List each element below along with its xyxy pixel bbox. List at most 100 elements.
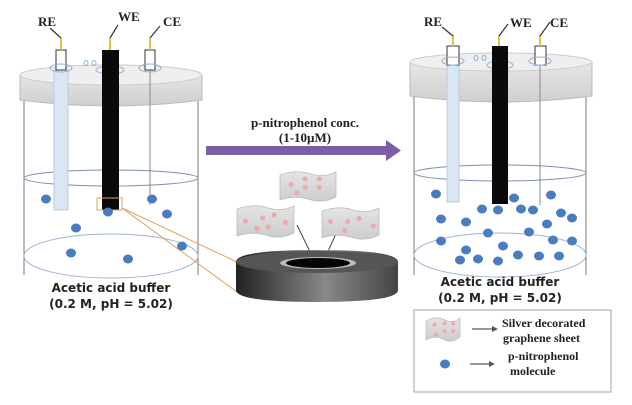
silver-nanoparticle xyxy=(442,321,447,326)
silver-nanoparticle xyxy=(302,176,308,182)
lid-hole xyxy=(473,55,479,61)
molecule-dot xyxy=(513,250,523,260)
silver-nanoparticle xyxy=(432,322,437,327)
reference-electrode-tube xyxy=(446,61,460,203)
silver-nanoparticle xyxy=(342,227,348,234)
zoom-leader-line xyxy=(121,207,238,263)
reference-electrode-cap xyxy=(446,45,460,66)
molecule-dot-icon xyxy=(440,359,450,369)
molecule-dot xyxy=(567,236,577,246)
re-label: RE xyxy=(424,14,442,29)
right-electrochemical-cell: RE WE CE Acetic acid buffer (0.2 M, pH =… xyxy=(409,14,593,305)
ce-label: CE xyxy=(550,15,568,30)
graphene-sheet-icon xyxy=(425,317,461,342)
molecule-dot xyxy=(431,189,441,199)
buffer-label: Acetic acid buffer xyxy=(441,275,560,289)
sheet-body xyxy=(236,205,295,238)
molecule-dot xyxy=(162,209,172,219)
buffer-label: Acetic acid buffer xyxy=(52,281,171,295)
modified-electrode-detail xyxy=(236,171,398,302)
silver-nanoparticle xyxy=(442,329,447,334)
molecule-dot xyxy=(436,236,446,246)
molecule-group xyxy=(41,194,187,264)
lid-hole xyxy=(83,60,89,66)
silver-nanoparticle xyxy=(327,218,334,225)
working-electrode xyxy=(102,50,119,210)
molecule-dot xyxy=(103,207,113,217)
molecule-dot xyxy=(66,248,76,258)
silver-nanoparticle xyxy=(356,215,362,222)
silver-nanoparticle xyxy=(271,212,277,218)
molecule-dot xyxy=(461,245,471,255)
molecule-dot xyxy=(473,254,483,264)
silver-nanoparticle xyxy=(242,218,249,224)
ce-label: CE xyxy=(163,14,181,29)
molecule-dot xyxy=(483,228,493,238)
buffer-concentration: (0.2 M, pH = 5.02) xyxy=(49,297,173,311)
legend-label-molecule-line2: molecule xyxy=(510,364,556,378)
molecule-dot xyxy=(477,204,487,214)
ce-leader xyxy=(539,21,551,37)
molecule-dot xyxy=(542,219,552,229)
molecule-dot xyxy=(554,251,564,261)
silver-nanoparticle xyxy=(302,184,308,190)
molecule-dot xyxy=(461,217,471,227)
we-leader xyxy=(109,24,119,39)
silver-nanoparticle xyxy=(451,329,456,334)
reference-electrode-cap xyxy=(55,49,67,71)
molecule-dot xyxy=(548,235,558,245)
molecule-dot xyxy=(493,205,503,215)
left-electrochemical-cell: RE WE CE Acetic acid buffer (0.2 M, pH =… xyxy=(19,9,238,311)
molecule-dot xyxy=(516,204,526,214)
silver-nanoparticle xyxy=(294,190,300,196)
re-leader xyxy=(441,26,454,37)
molecule-dot xyxy=(546,190,556,200)
lid-port xyxy=(138,63,162,73)
zoom-leader-line xyxy=(121,207,238,293)
molecule-dot xyxy=(123,254,133,264)
graphene-sheet xyxy=(279,171,337,202)
re-leader xyxy=(49,27,62,39)
silver-nanoparticle xyxy=(434,332,439,337)
molecule-dot xyxy=(567,213,577,223)
arrow-shaft xyxy=(206,146,388,155)
we-label: WE xyxy=(510,15,532,30)
electrode-active-surface xyxy=(286,258,350,268)
beaker-bottom xyxy=(23,233,199,279)
molecule-dot xyxy=(534,251,544,261)
silver-nanoparticle xyxy=(316,176,322,182)
re-label: RE xyxy=(38,14,56,29)
molecule-dot xyxy=(436,214,446,224)
buffer-concentration: (0.2 M, pH = 5.02) xyxy=(438,291,562,305)
silver-nanoparticle xyxy=(345,218,351,225)
we-leader xyxy=(498,23,509,37)
concentration-arrow: p-nitrophenol conc. (1-10µM) xyxy=(206,115,401,161)
lid-port xyxy=(441,56,465,66)
molecule-dot xyxy=(528,205,538,215)
molecule-dot xyxy=(524,227,534,237)
molecule-group xyxy=(431,189,577,266)
arrow-label-line2: (1-10µM) xyxy=(279,130,331,145)
silver-nanoparticle xyxy=(370,223,376,229)
graphene-sheet xyxy=(236,205,295,238)
lid-port xyxy=(49,63,73,73)
legend: Silver decorated graphene sheet p-nitrop… xyxy=(413,309,612,393)
lid-hole xyxy=(91,60,97,66)
molecule-dot xyxy=(455,255,465,265)
silver-nanoparticle xyxy=(316,184,322,190)
legend-label-sheet-line2: graphene sheet xyxy=(503,331,580,345)
molecule-dot xyxy=(556,208,566,218)
molecule-dot xyxy=(71,223,81,233)
molecule-dot xyxy=(147,194,157,204)
silver-nanoparticle xyxy=(265,224,271,230)
molecule-dot xyxy=(177,241,187,251)
legend-label-sheet-line1: Silver decorated xyxy=(502,316,586,330)
molecule-dot xyxy=(41,194,51,204)
molecule-dot xyxy=(493,256,503,266)
silver-nanoparticle xyxy=(254,225,260,232)
silver-nanoparticle xyxy=(260,215,266,221)
legend-label-molecule-line1: p-nitrophenol xyxy=(508,349,579,363)
graphene-sheet xyxy=(321,207,380,240)
molecule-dot xyxy=(498,241,508,251)
